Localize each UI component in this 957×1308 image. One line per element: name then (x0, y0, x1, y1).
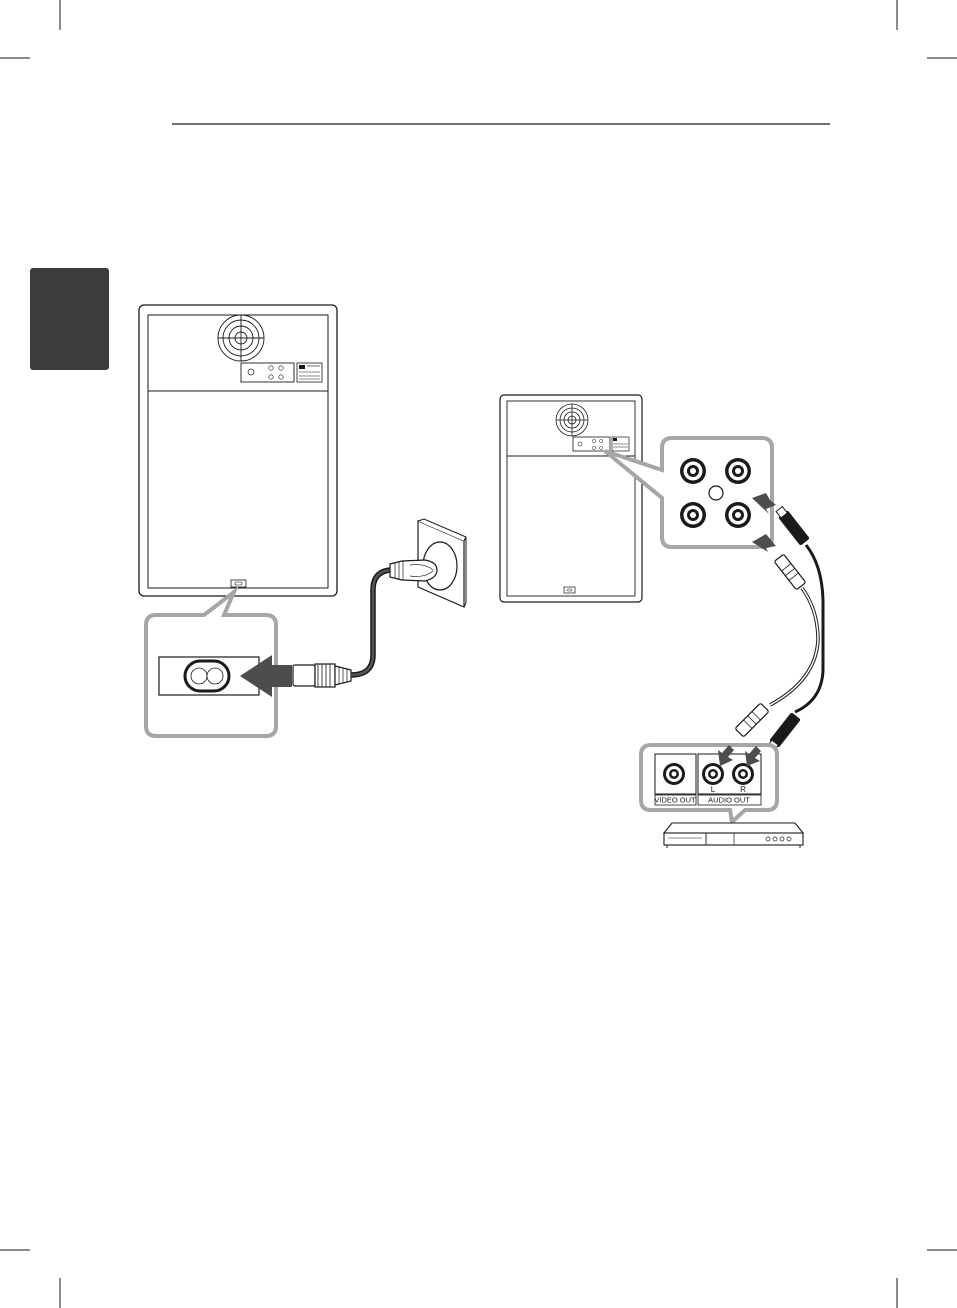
power-cord (351, 570, 390, 675)
rca-jack-icon (680, 458, 706, 484)
power-cord-plug (293, 664, 351, 687)
audio-out-left-jack-icon (702, 763, 724, 785)
video-out-jack-icon (663, 763, 685, 785)
fan-grille-icon (218, 315, 264, 361)
dvd-player-device (664, 823, 803, 848)
terminal-panel (241, 363, 294, 382)
power-inlet-small (231, 580, 246, 587)
wall-outlet (390, 519, 466, 607)
audio-out-right-jack-icon (732, 763, 754, 785)
rca-plug-black-upper (776, 507, 810, 546)
video-out-label: VIDEO OUT (654, 796, 696, 805)
rca-plug-white-upper (774, 554, 806, 590)
rca-jack-icon (680, 502, 706, 528)
rca-jack-icon (725, 502, 751, 528)
ac-inlet-icon (185, 661, 229, 691)
terminal-panel (573, 437, 610, 451)
right-channel-label: R (740, 785, 746, 794)
subwoofer-rear-small (500, 395, 642, 602)
rca-jack-icon (725, 458, 751, 484)
chapter-tab (30, 268, 109, 370)
left-channel-label: L (711, 785, 716, 794)
subwoofer-rear-large (139, 305, 337, 596)
audio-out-label: AUDIO OUT (708, 796, 750, 805)
fan-grille-icon (556, 404, 588, 436)
rca-plug-white-lower (735, 703, 769, 737)
